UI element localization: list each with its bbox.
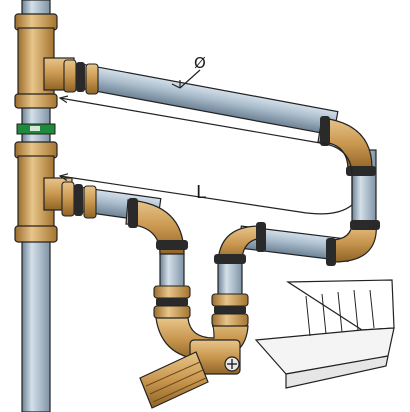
elbow-upper-right — [317, 116, 376, 176]
coupling-upper-left — [63, 59, 99, 95]
threaded-nipple — [139, 351, 209, 409]
basin-icon — [254, 279, 395, 389]
elbow-mid-right — [214, 222, 266, 264]
length-label: L — [196, 182, 206, 203]
wall-plug-icon — [189, 339, 241, 375]
upper-tee-fitting — [14, 13, 75, 109]
drop-coupling-right — [211, 293, 249, 327]
upper-horizontal-pipe — [77, 63, 339, 136]
green-marker-band — [16, 123, 56, 135]
drop-coupling-left — [153, 285, 191, 319]
diameter-label: Ø — [194, 54, 206, 72]
coupling-lower-left — [61, 181, 97, 219]
elbow-lower-right-return — [326, 220, 380, 266]
lower-tee-fitting — [14, 141, 73, 243]
dimension-length-line — [60, 98, 353, 215]
elbow-lower-left — [125, 198, 188, 255]
dimension-diameter-leader — [171, 69, 201, 89]
